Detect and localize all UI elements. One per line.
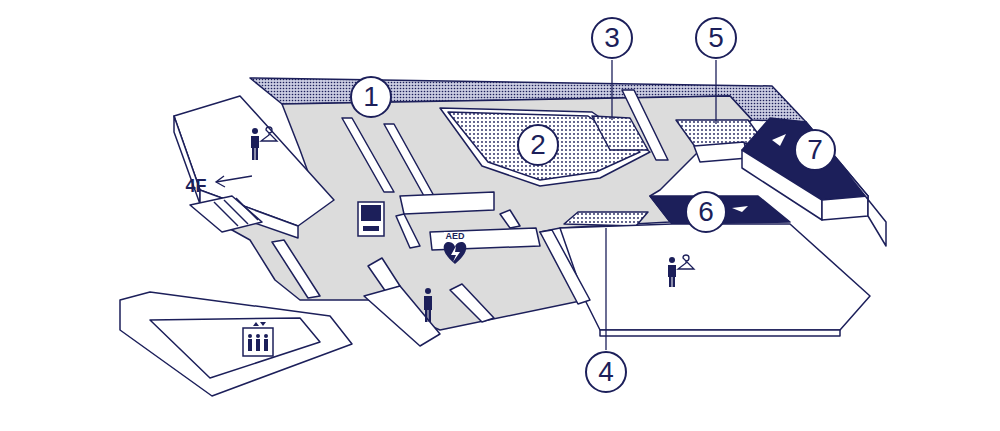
stair-step — [214, 202, 238, 226]
callout-number: 1 — [350, 76, 392, 118]
aed-bolt-icon — [451, 246, 460, 262]
wall — [364, 286, 440, 346]
area-zone — [564, 212, 648, 226]
label-text: 4 — [598, 358, 614, 386]
wall — [540, 230, 590, 304]
leader-line — [606, 60, 716, 350]
area-zone — [440, 108, 650, 186]
callout-number: 7 — [794, 129, 836, 171]
label-text: AED — [445, 232, 464, 241]
wall — [694, 142, 748, 162]
label-text: 1 — [363, 83, 379, 111]
person-icon — [424, 288, 432, 322]
callout-number: 3 — [591, 17, 633, 59]
label-text: 2 — [530, 131, 546, 159]
wall — [600, 330, 840, 336]
wall — [384, 124, 434, 196]
room — [150, 318, 320, 378]
label-text: 6 — [698, 198, 714, 226]
elevator-icon — [243, 322, 273, 356]
wall — [396, 214, 420, 248]
area-zone — [742, 118, 868, 200]
callout-number: 2 — [517, 124, 559, 166]
floor-label: 4F — [183, 176, 208, 197]
arrow-mark — [732, 206, 748, 212]
label-text: 3 — [604, 24, 620, 52]
hanger-icon — [261, 127, 694, 269]
arrow-mark — [772, 134, 786, 146]
aed-heart-icon — [444, 242, 467, 264]
wall — [272, 240, 320, 298]
callout-number: 4 — [585, 351, 627, 393]
vending-machine-icon — [358, 202, 384, 236]
label-text: 4F — [185, 176, 206, 197]
wall — [822, 196, 868, 220]
wall — [400, 192, 494, 214]
aed-label: AED — [444, 232, 465, 241]
stair-step — [236, 198, 258, 220]
label-text: 5 — [708, 24, 724, 52]
callout-number: 6 — [685, 191, 727, 233]
person-icon — [251, 128, 259, 160]
wall — [500, 210, 520, 228]
wall — [450, 284, 494, 322]
wall — [806, 122, 886, 246]
floor-plan — [120, 78, 886, 396]
stair-step — [224, 200, 248, 224]
label-text: 7 — [807, 136, 823, 164]
person-icon — [668, 257, 676, 287]
stairs — [190, 196, 262, 232]
room — [120, 292, 352, 396]
wall — [622, 90, 668, 160]
direction-arrow — [216, 176, 252, 187]
callout-number: 5 — [695, 17, 737, 59]
